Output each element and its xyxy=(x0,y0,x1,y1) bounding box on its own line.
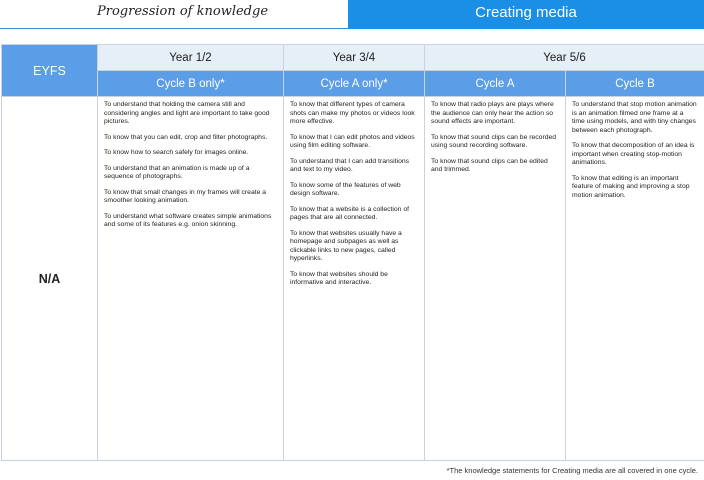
progression-title: Progression of knowledge xyxy=(97,4,269,19)
knowledge-statement: To know some of the features of web desi… xyxy=(290,181,401,198)
knowledge-statement: To know that editing is an important fea… xyxy=(572,174,690,199)
knowledge-statement: To know that sound clips can be recorded… xyxy=(431,133,557,150)
knowledge-statement: To know that websites usually have a hom… xyxy=(290,229,402,263)
year-header: Year 1/2 xyxy=(97,44,284,71)
statements-cell: To know that different types of camera s… xyxy=(283,96,425,461)
year-header: Year 5/6 xyxy=(423,44,704,71)
knowledge-table: EYFS Year 1/2 Year 3/4 Year 5/6 Cycle B … xyxy=(1,44,704,461)
knowledge-statement: To know that radio plays are plays where… xyxy=(431,101,554,125)
knowledge-statement: To know that websites should be informat… xyxy=(290,270,388,287)
knowledge-statement: To understand that I can add transitions… xyxy=(290,157,410,174)
knowledge-statement: To know that I can edit photos and video… xyxy=(290,133,415,150)
subject-title: Creating media xyxy=(348,0,704,29)
statements-cell: To know that radio plays are plays where… xyxy=(424,96,566,461)
knowledge-statement: To understand what software creates simp… xyxy=(104,212,272,229)
eyfs-value: N/A xyxy=(1,96,98,461)
cycle-header: Cycle A xyxy=(424,70,566,97)
knowledge-statement: To know that a website is a collection o… xyxy=(290,205,410,222)
cycle-header: Cycle A only* xyxy=(283,70,425,97)
knowledge-statement: To know that you can edit, crop and filt… xyxy=(104,133,268,141)
banner: Progression of knowledge Creating media xyxy=(0,0,704,29)
knowledge-statement: To know that small changes in my frames … xyxy=(104,188,267,205)
knowledge-statement: To know that sound clips can be edited a… xyxy=(431,157,548,174)
year-header: Year 3/4 xyxy=(283,44,425,71)
knowledge-statement: To understand that an animation is made … xyxy=(104,164,250,181)
cycle-header: Cycle B xyxy=(564,70,704,97)
cycle-header: Cycle B only* xyxy=(97,70,284,97)
eyfs-header: EYFS xyxy=(1,44,98,97)
statements-cell: To understand that holding the camera st… xyxy=(97,96,284,461)
knowledge-statement: To know that different types of camera s… xyxy=(290,101,415,125)
banner-left: Progression of knowledge xyxy=(0,0,348,29)
knowledge-statement: To understand that holding the camera st… xyxy=(104,101,270,125)
statements-cell: To understand that stop motion animation… xyxy=(564,96,704,461)
knowledge-statement: To know how to search safely for images … xyxy=(104,149,249,156)
knowledge-statement: To understand that stop motion animation… xyxy=(572,101,697,134)
knowledge-statement: To know that decomposition of an idea is… xyxy=(572,142,695,166)
footnote: *The knowledge statements for Creating m… xyxy=(446,466,698,475)
